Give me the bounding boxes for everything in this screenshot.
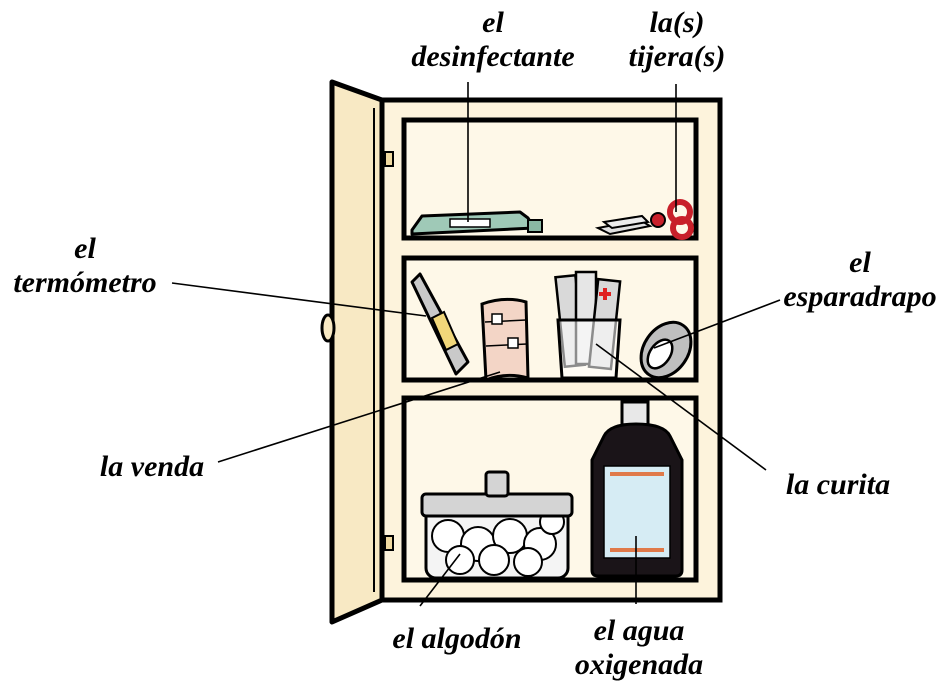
- label-desinfectante-line2: desinfectante: [411, 40, 575, 73]
- bandage-roll: [480, 297, 530, 383]
- label-curita-line1: la curita: [785, 468, 891, 501]
- label-termometro-line1: el: [74, 232, 96, 265]
- label-esparadrapo: el esparadrapo: [776, 246, 944, 314]
- scissors: [594, 199, 694, 240]
- curita-cup: [554, 270, 622, 380]
- label-tijeras-line2: tijera(s): [628, 40, 726, 73]
- leader-algodon: [419, 553, 461, 607]
- door-knob: [320, 313, 336, 343]
- label-desinfectante: el desinfectante: [398, 6, 588, 74]
- leader-venda: [217, 371, 501, 463]
- label-algodon-line1: el algodón: [392, 622, 522, 655]
- cotton-jar: [420, 470, 574, 580]
- leader-termometro: [171, 282, 427, 317]
- leader-curita: [595, 343, 767, 471]
- label-venda: la venda: [88, 450, 216, 484]
- label-venda-line1: la venda: [99, 450, 205, 483]
- label-agua-line1: el agua: [593, 614, 685, 647]
- label-tijeras: la(s) tijera(s): [622, 6, 732, 74]
- tape-roll: [639, 320, 693, 380]
- peroxide-bottle: [590, 400, 684, 578]
- label-agua: el agua oxigenada: [566, 614, 712, 682]
- label-termometro-line2: termómetro: [13, 266, 157, 299]
- leader-lines: [171, 82, 781, 607]
- label-tijeras-line1: la(s): [649, 6, 705, 39]
- label-algodon: el algodón: [378, 622, 536, 656]
- disinfectant-tube: [410, 210, 543, 236]
- label-esparadrapo-line2: esparadrapo: [783, 280, 937, 313]
- leader-esparadrapo: [653, 299, 781, 349]
- label-curita: la curita: [770, 468, 906, 502]
- cabinet-door: [320, 79, 394, 625]
- thermometer: [410, 272, 470, 376]
- label-termometro: el termómetro: [0, 232, 170, 300]
- label-esparadrapo-line1: el: [849, 246, 871, 279]
- label-agua-line2: oxigenada: [574, 648, 704, 681]
- label-desinfectante-line1: el: [482, 6, 504, 39]
